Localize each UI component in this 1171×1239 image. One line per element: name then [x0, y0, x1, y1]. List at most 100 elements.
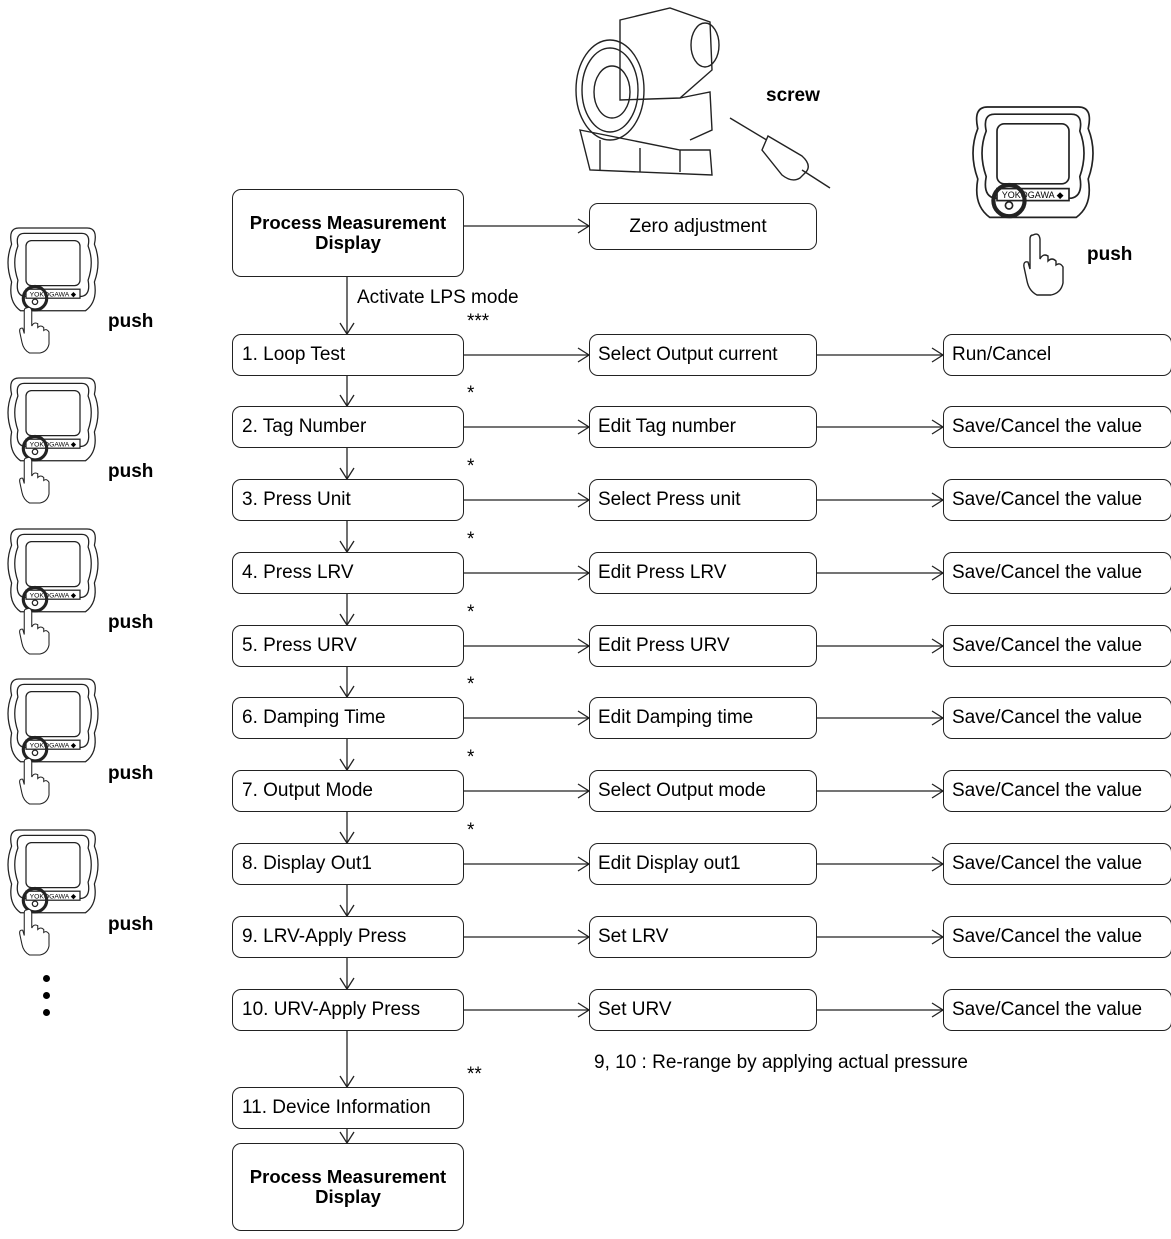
side-meter-5: YOKOGAWA ◆	[7, 829, 99, 914]
push-button	[31, 448, 39, 456]
meter-inner-outline	[14, 232, 92, 298]
menu-item-output-mode: 7. Output Mode	[232, 770, 464, 812]
hand-shape	[19, 757, 50, 805]
footnote-mark: **	[467, 1064, 482, 1085]
result-box: Save/Cancel the value	[943, 770, 1171, 812]
menu-item-press-unit: 3. Press Unit	[232, 479, 464, 521]
menu-item-urv-apply-press: 10. URV-Apply Press	[232, 989, 464, 1031]
side-hand-5	[19, 908, 50, 956]
meter-brand-plate	[25, 589, 81, 600]
start-process-display-box: Process Measurement Display	[232, 189, 464, 277]
meter-brand-plate	[996, 187, 1070, 202]
meter-brand-text: YOKOGAWA ◆	[30, 291, 77, 298]
pressure-transmitter-icon	[575, 7, 720, 176]
action-box-set-urv: Set URV	[589, 989, 817, 1031]
side-push-label: push	[108, 461, 154, 482]
transmitter-conduit	[690, 22, 720, 68]
side-hand-4	[19, 757, 50, 805]
action-box-select-output-mode: Select Output mode	[589, 770, 817, 812]
push-button	[31, 599, 39, 607]
activate-lps-label: Activate LPS mode	[357, 287, 519, 308]
transmitter-body	[619, 7, 713, 101]
side-meter-4: YOKOGAWA ◆	[7, 678, 99, 763]
meter-brand-plate	[25, 438, 81, 449]
side-push-label: push	[108, 763, 154, 784]
result-box: Save/Cancel the value	[943, 989, 1171, 1031]
footnote-mark: *	[467, 383, 475, 404]
action-box-select-output-current: Select Output current	[589, 334, 817, 376]
meter-outline	[7, 528, 99, 613]
action-box-edit-damping-time: Edit Damping time	[589, 697, 817, 739]
result-box: Save/Cancel the value	[943, 625, 1171, 667]
meter-outline	[7, 377, 99, 462]
result-box: Save/Cancel the value	[943, 552, 1171, 594]
hand-shape	[19, 456, 50, 504]
meter-lcd-screen	[25, 690, 81, 738]
footnote-mark: *	[467, 820, 475, 841]
menu-item-damping-time: 6. Damping Time	[232, 697, 464, 739]
push-button	[31, 298, 39, 306]
meter-outline	[7, 829, 99, 914]
meter-inner-outline	[14, 533, 92, 599]
push-button-highlight-ring	[21, 284, 49, 312]
menu-item-lrv-apply-press: 9. LRV-Apply Press	[232, 916, 464, 958]
push-button	[1004, 200, 1014, 210]
result-box: Save/Cancel the value	[943, 406, 1171, 448]
meter-lcd-screen	[25, 239, 81, 287]
push-button-highlight-ring	[21, 886, 49, 914]
top-meter: YOKOGAWA ◆	[972, 106, 1094, 219]
meter-lcd-screen	[996, 122, 1070, 185]
push-button	[31, 749, 39, 757]
re-range-note: 9, 10 : Re-range by applying actual pres…	[594, 1052, 968, 1073]
push-button	[31, 900, 39, 908]
side-hand-3	[19, 607, 50, 655]
push-button-highlight-ring	[21, 735, 49, 763]
result-box: Save/Cancel the value	[943, 479, 1171, 521]
side-hand-2	[19, 456, 50, 504]
transmitter-side	[679, 91, 713, 141]
footnote-mark: *	[467, 602, 475, 623]
transmitter-window	[593, 65, 631, 119]
screw-label: screw	[766, 85, 820, 106]
hand-shape	[19, 607, 50, 655]
action-box-edit-tag-number: Edit Tag number	[589, 406, 817, 448]
side-meter-2: YOKOGAWA ◆	[7, 377, 99, 462]
footnote-mark: *	[467, 674, 475, 695]
screwdriver-handle	[761, 134, 809, 181]
meter-lcd-screen	[25, 841, 81, 889]
meter-outline	[7, 227, 99, 312]
result-box: Save/Cancel the value	[943, 697, 1171, 739]
side-push-label: push	[108, 914, 154, 935]
footnote-mark: ***	[467, 311, 490, 332]
meter-brand-text: YOKOGAWA ◆	[1002, 190, 1064, 200]
continuation-dots	[42, 975, 52, 1026]
meter-inner-outline	[14, 683, 92, 749]
meter-brand-text: YOKOGAWA ◆	[30, 441, 77, 448]
meter-brand-plate	[25, 288, 81, 299]
side-push-label: push	[108, 612, 154, 633]
meter-lcd-screen	[25, 389, 81, 437]
footnote-mark: *	[467, 529, 475, 550]
side-hand-1	[19, 306, 50, 354]
side-push-label: push	[108, 311, 154, 332]
footnote-mark: *	[467, 747, 475, 768]
push-button-highlight-ring	[21, 585, 49, 613]
transmitter-front-cover	[575, 39, 645, 141]
transmitter-flange	[579, 129, 713, 176]
menu-item-device-information: 11. Device Information	[232, 1087, 464, 1129]
end-process-display-box: Process Measurement Display	[232, 1143, 464, 1231]
screwdriver-end	[801, 169, 831, 189]
meter-inner-outline	[981, 113, 1085, 200]
top-push-label: push	[1087, 244, 1133, 265]
meter-inner-outline	[14, 834, 92, 900]
push-button-highlight-ring	[991, 182, 1027, 219]
meter-brand-plate	[25, 739, 81, 750]
action-box-edit-press-urv: Edit Press URV	[589, 625, 817, 667]
footnote-mark: *	[467, 456, 475, 477]
hand-shape	[19, 306, 50, 354]
meter-outline	[7, 678, 99, 763]
result-box: Run/Cancel	[943, 334, 1171, 376]
hand-shape	[1023, 233, 1064, 296]
transmitter-cover-ring	[581, 47, 639, 133]
